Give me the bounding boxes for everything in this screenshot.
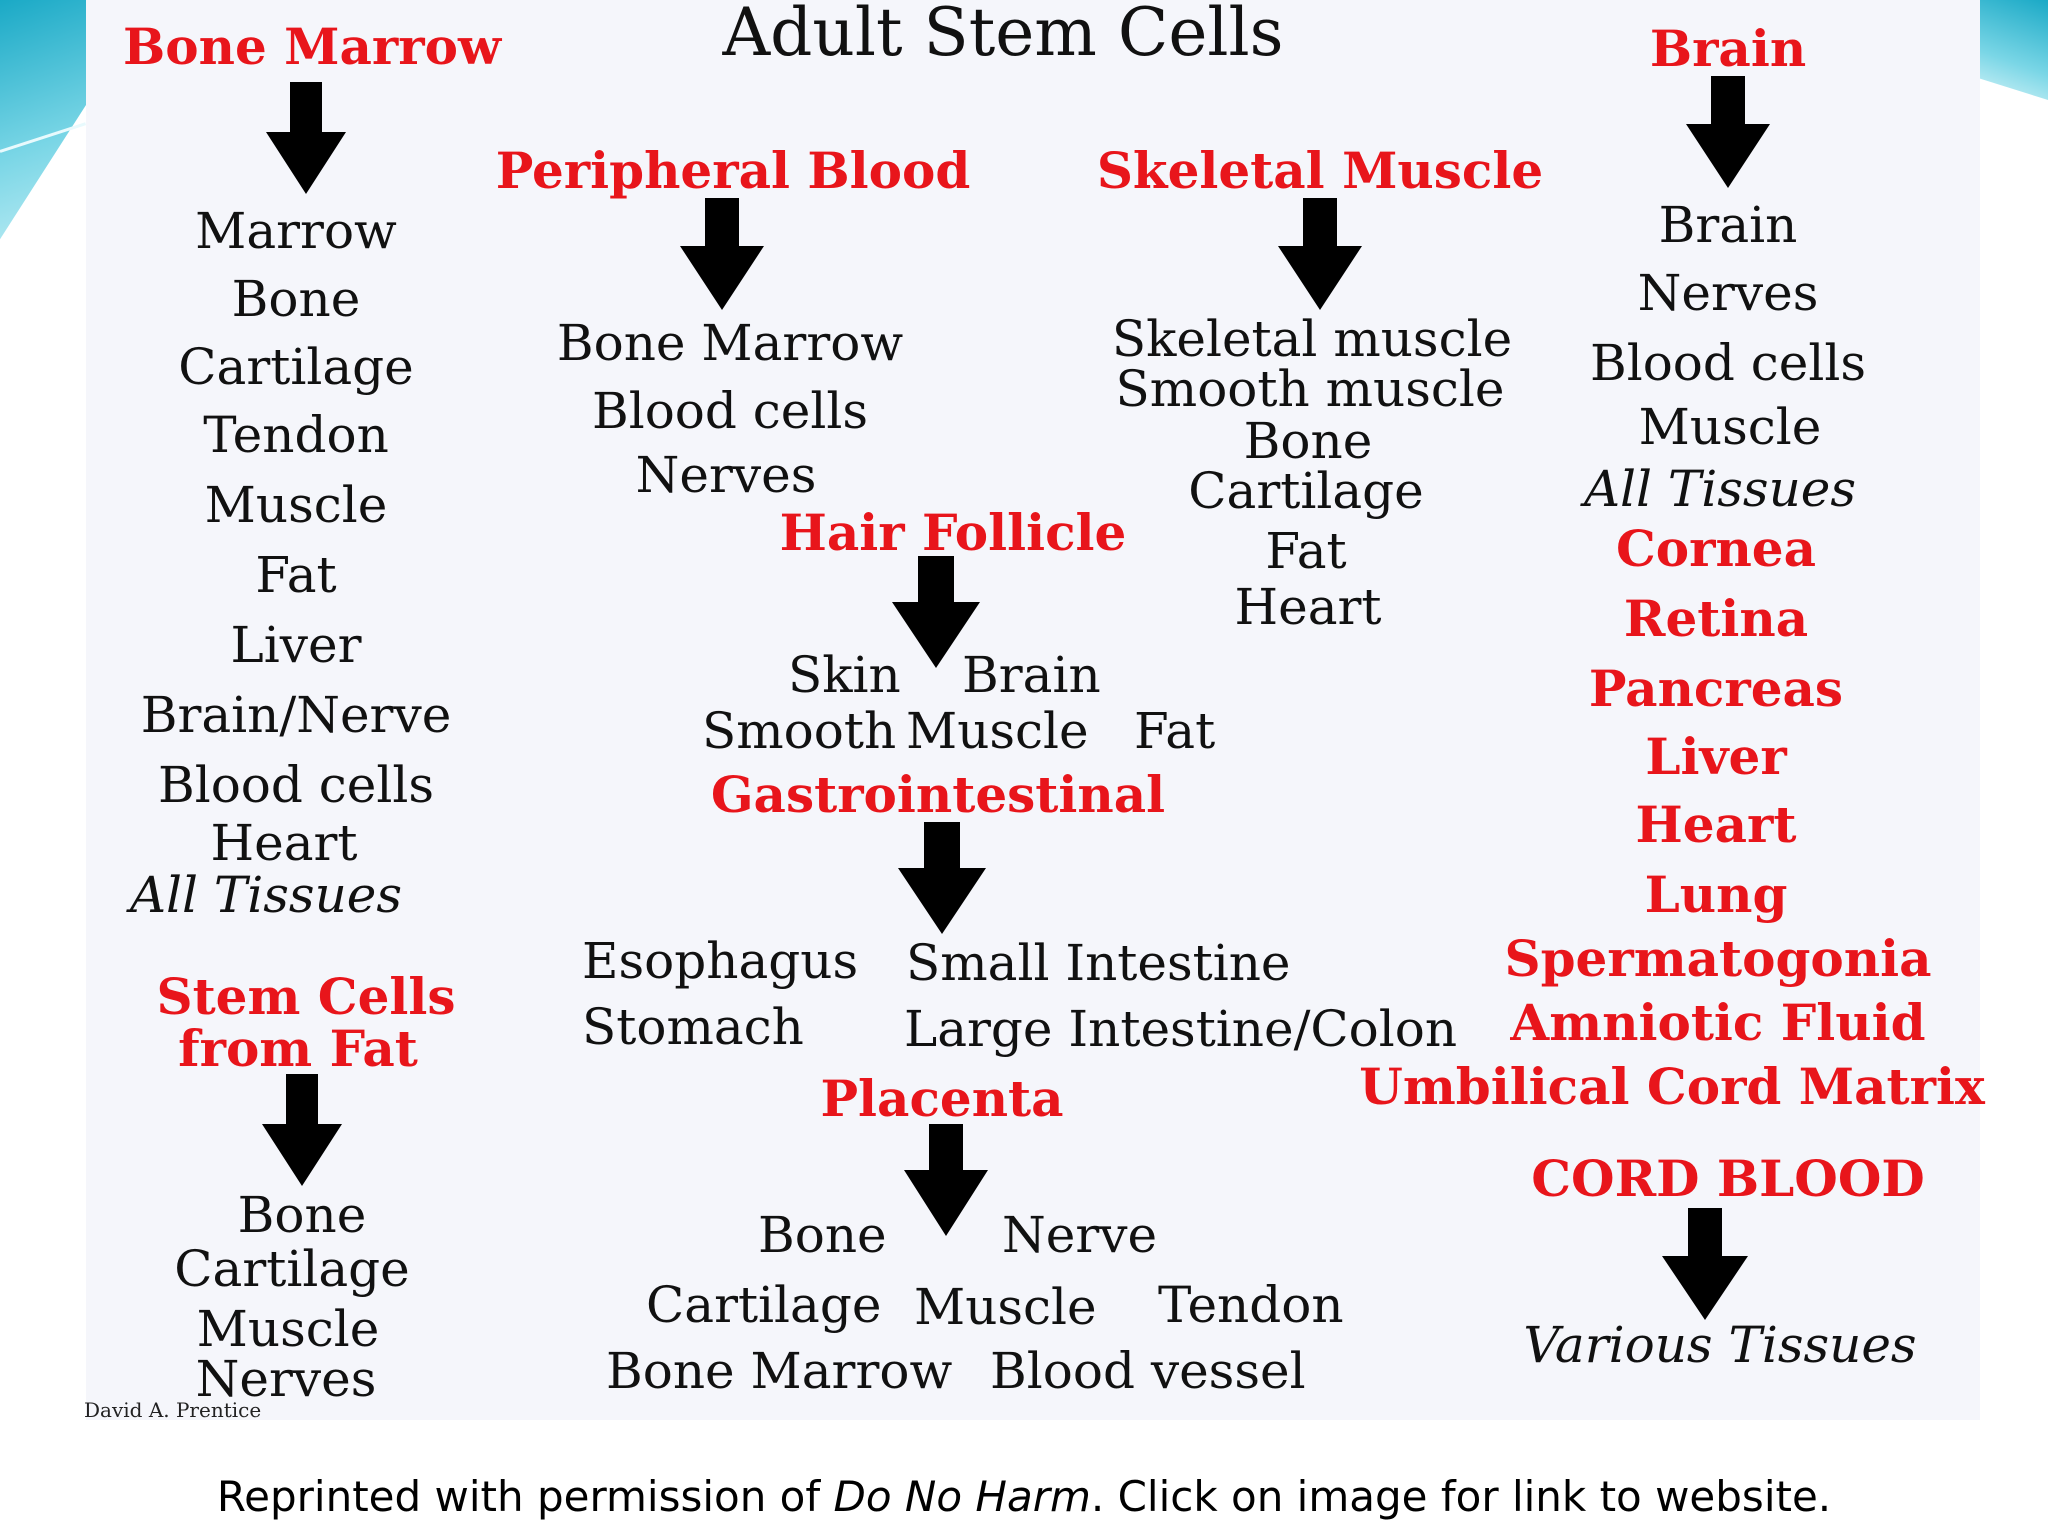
- placenta-target: Cartilage: [646, 1276, 882, 1334]
- peripheral-blood-target: Blood cells: [591, 382, 869, 440]
- source-lung: Lung: [1644, 865, 1788, 924]
- stem-cell-diagram-image[interactable]: [86, 0, 1980, 1420]
- hair-follicle-target: Smooth: [702, 702, 897, 760]
- source-fat-line1: Stem Cells: [156, 967, 456, 1026]
- source-heart: Heart: [1635, 795, 1797, 854]
- bone-marrow-target: Tendon: [203, 406, 389, 464]
- source-cord-blood: CORD BLOOD: [1531, 1149, 1925, 1208]
- placenta-target: Nerve: [1002, 1206, 1158, 1264]
- source-pancreas: Pancreas: [1588, 659, 1844, 718]
- hair-follicle-target: Fat: [1134, 702, 1216, 760]
- caption-prefix: Reprinted with permission of: [216, 1472, 834, 1521]
- source-retina: Retina: [1623, 589, 1809, 648]
- skeletal-muscle-target: Fat: [1265, 522, 1347, 580]
- hair-follicle-target: Muscle: [906, 702, 1089, 760]
- down-arrow-icon: [892, 556, 980, 668]
- bone-marrow-target: Cartilage: [178, 338, 414, 396]
- brain-target: Blood cells: [1589, 334, 1867, 392]
- caption-suffix: . Click on image for link to website.: [1090, 1472, 1832, 1521]
- placenta-target: Bone: [758, 1206, 887, 1264]
- fat-target: Muscle: [196, 1300, 380, 1358]
- bone-marrow-target: Fat: [255, 546, 337, 604]
- skeletal-muscle-target: Heart: [1234, 578, 1382, 636]
- fat-target: Cartilage: [174, 1240, 410, 1298]
- down-arrow-icon: [1686, 76, 1770, 188]
- fat-target: Nerves: [195, 1350, 377, 1408]
- down-arrow-icon: [904, 1124, 988, 1236]
- brain-target: Brain: [1658, 196, 1798, 254]
- hair-follicle-target: Brain: [962, 646, 1101, 704]
- corner-decoration-right: [1978, 0, 2048, 100]
- brain-target: Nerves: [1637, 264, 1819, 322]
- gastrointestinal-target: Stomach: [582, 998, 804, 1056]
- corner-decoration-left: [0, 0, 90, 240]
- bone-marrow-all-tissues: All Tissues: [129, 866, 403, 924]
- skeletal-muscle-target: Smooth muscle: [1115, 360, 1505, 418]
- fat-target: Bone: [237, 1186, 367, 1244]
- source-gastrointestinal: Gastrointestinal: [710, 765, 1166, 824]
- source-hair-follicle: Hair Follicle: [779, 503, 1127, 562]
- down-arrow-icon: [1278, 198, 1362, 310]
- source-bone-marrow: Bone Marrow: [122, 17, 502, 76]
- placenta-target: Bone Marrow: [606, 1342, 953, 1400]
- placenta-target: Blood vessel: [990, 1342, 1306, 1400]
- down-arrow-icon: [266, 82, 346, 194]
- down-arrow-icon: [1662, 1208, 1748, 1320]
- source-skeletal-muscle: Skeletal Muscle: [1096, 141, 1544, 200]
- source-placenta: Placenta: [820, 1069, 1064, 1128]
- source-umbilical-cord-matrix: Umbilical Cord Matrix: [1359, 1057, 1985, 1116]
- gastrointestinal-target: Esophagus: [582, 932, 859, 990]
- caption-emphasis: Do No Harm: [833, 1472, 1091, 1521]
- gastrointestinal-target: Large Intestine/Colon: [904, 1000, 1458, 1058]
- bone-marrow-target: Heart: [210, 814, 358, 872]
- source-spermatogonia: Spermatogonia: [1504, 929, 1932, 988]
- skeletal-muscle-target: Skeletal muscle: [1111, 310, 1513, 368]
- bone-marrow-target: Blood cells: [157, 756, 435, 814]
- cord-blood-target: Various Tissues: [1523, 1316, 1917, 1374]
- skeletal-muscle-target: Cartilage: [1188, 462, 1424, 520]
- placenta-target: Tendon: [1158, 1276, 1344, 1334]
- skeletal-muscle-target: Bone: [1243, 412, 1373, 470]
- bone-marrow-target: Marrow: [195, 202, 397, 260]
- placenta-target: Muscle: [914, 1278, 1097, 1336]
- bone-marrow-target: Brain/Nerve: [140, 686, 452, 744]
- source-cornea: Cornea: [1615, 519, 1817, 578]
- source-amniotic-fluid: Amniotic Fluid: [1510, 993, 1926, 1052]
- brain-target: Muscle: [1638, 398, 1822, 456]
- down-arrow-icon: [680, 198, 764, 310]
- bone-marrow-target: Muscle: [204, 476, 388, 534]
- bone-marrow-target: Bone: [231, 270, 361, 328]
- source-fat-line2: from Fat: [178, 1019, 418, 1078]
- diagram-title: Adult Stem Cells: [722, 0, 1284, 71]
- down-arrow-icon: [898, 822, 986, 934]
- down-arrow-icon: [262, 1074, 342, 1186]
- source-liver: Liver: [1645, 727, 1787, 786]
- author-credit: David A. Prentice: [84, 1398, 262, 1422]
- bone-marrow-target: Liver: [230, 616, 362, 674]
- brain-all-tissues: All Tissues: [1583, 460, 1857, 518]
- source-brain: Brain: [1649, 19, 1807, 78]
- hair-follicle-target: Skin: [788, 646, 901, 704]
- gastrointestinal-target: Small Intestine: [906, 934, 1291, 992]
- source-peripheral-blood: Peripheral Blood: [495, 141, 971, 200]
- peripheral-blood-target: Nerves: [635, 446, 817, 504]
- reprint-caption: Reprinted with permission of Do No Harm.…: [0, 1472, 2048, 1521]
- peripheral-blood-target: Bone Marrow: [556, 314, 904, 372]
